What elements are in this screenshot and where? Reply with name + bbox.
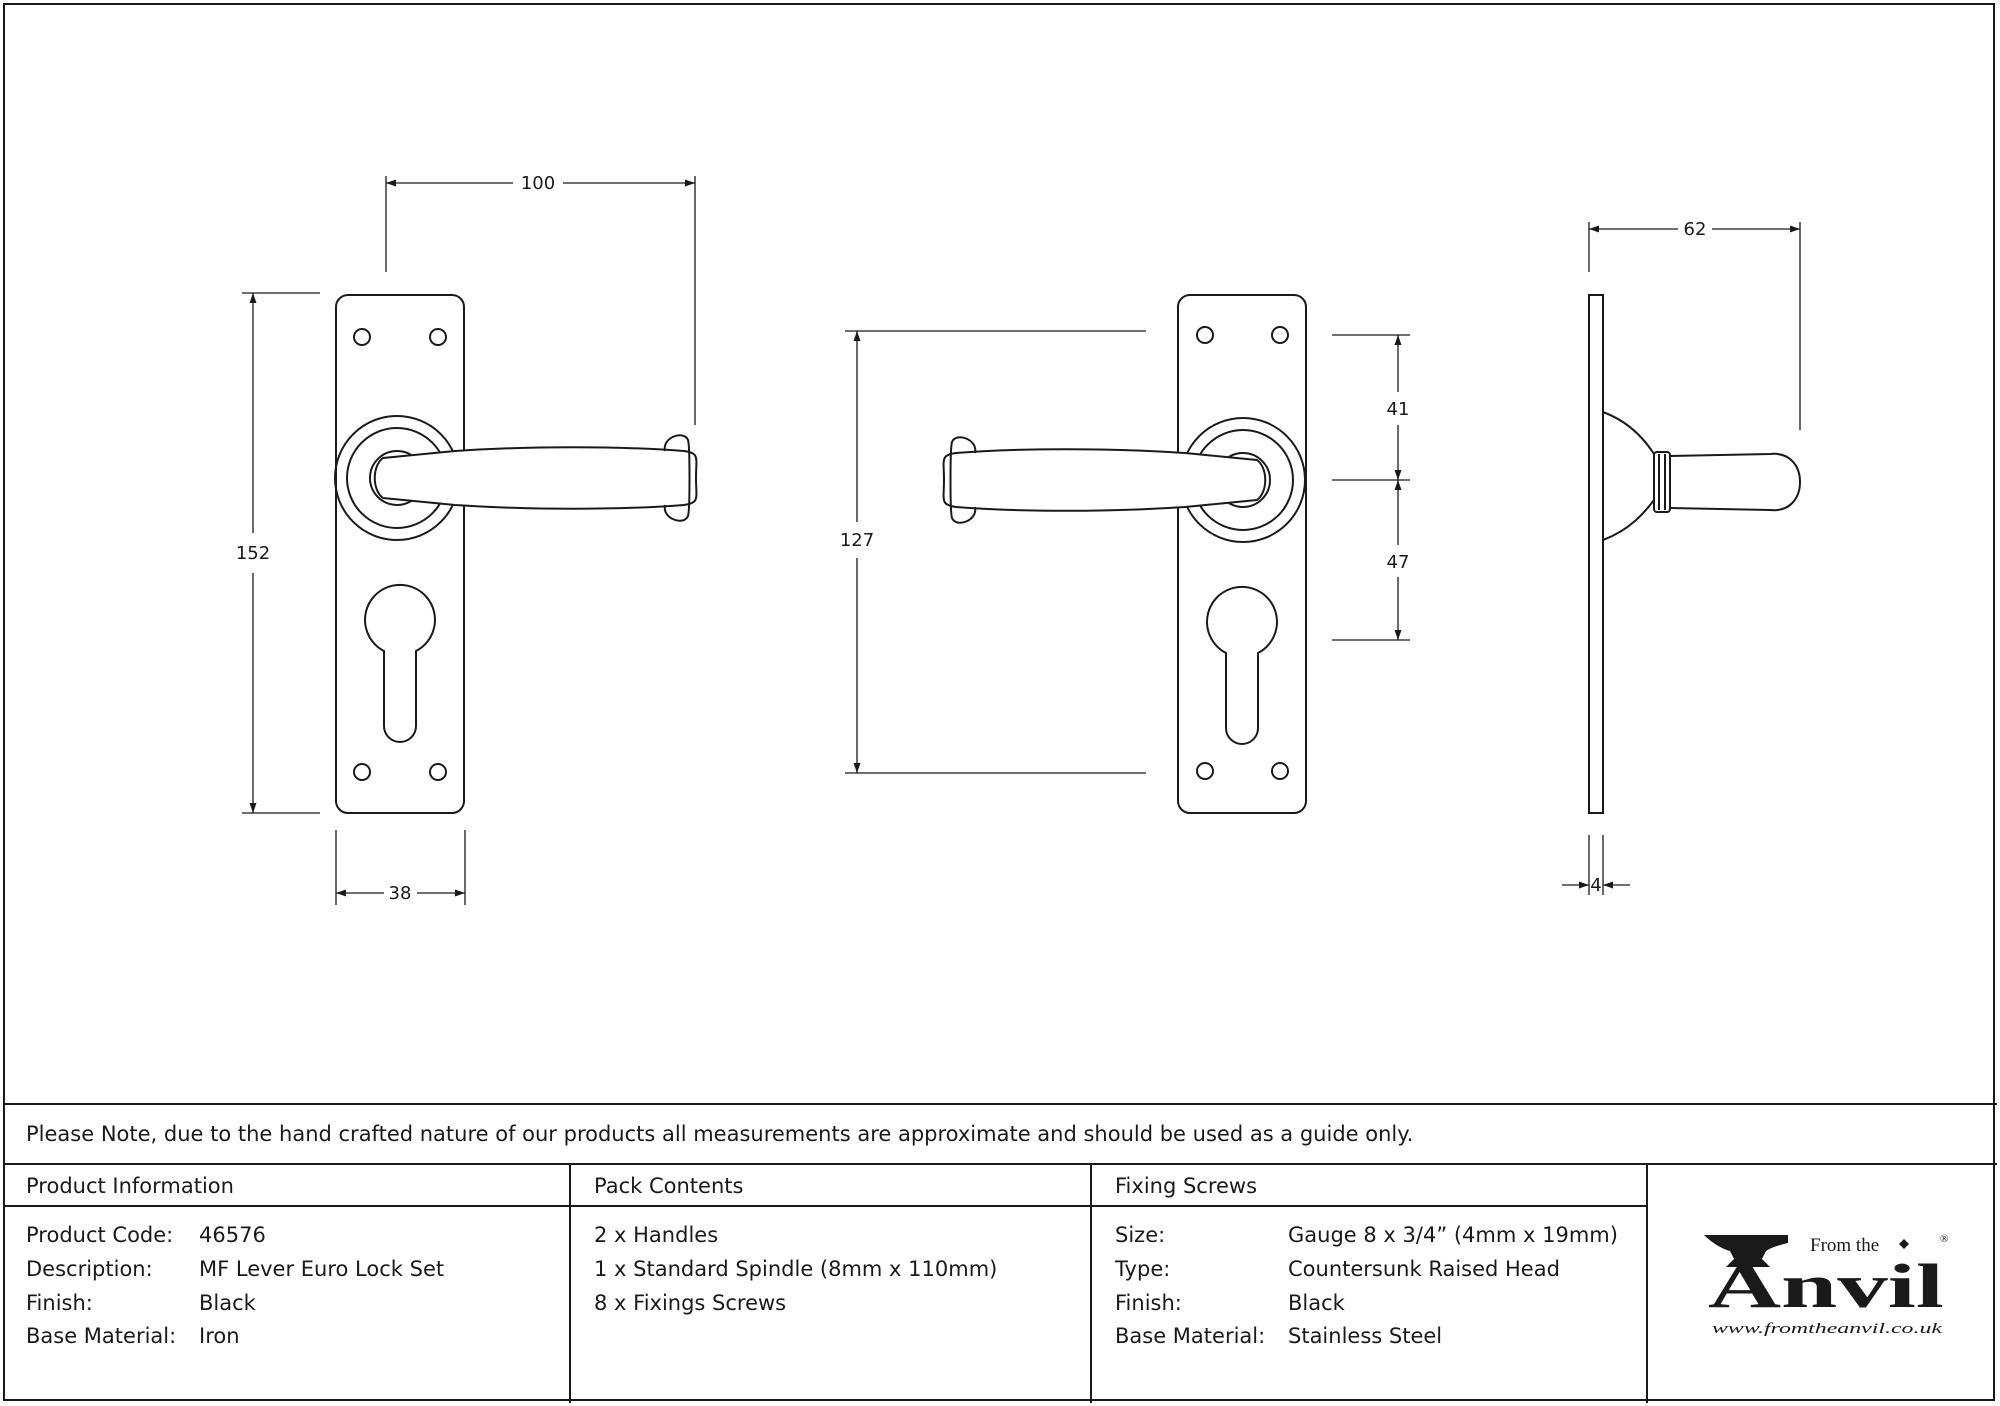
back-lever <box>942 448 1267 512</box>
front-keyhole <box>364 583 436 743</box>
pack-contents-item: 1 x Standard Spindle (8mm x 110mm) <box>594 1257 998 1281</box>
fixing-screws-value: Stainless Steel <box>1288 1324 1443 1348</box>
product-info-heading: Product Information <box>26 1174 234 1198</box>
back-screw-hole-br <box>1271 762 1289 780</box>
side-neck-upper <box>1602 411 1655 455</box>
dim-label-side-projection: 62 <box>1684 219 1707 240</box>
front-screw-hole-tr <box>429 328 447 346</box>
front-screw-hole-br <box>429 763 447 781</box>
dim-label-back-height: 127 <box>840 530 874 551</box>
front-backplate <box>335 294 465 814</box>
fixing-screws-label: Size: <box>1115 1223 1166 1247</box>
side-plate <box>1588 294 1604 814</box>
info-table-grid <box>3 1103 1997 1403</box>
side-collar <box>1653 451 1671 513</box>
front-lever <box>373 446 698 510</box>
anvil-icon <box>1704 1235 1788 1267</box>
product-info-label: Finish: <box>26 1291 93 1315</box>
pack-contents-item: 2 x Handles <box>594 1223 719 1247</box>
side-lever <box>1669 452 1802 512</box>
back-keyhole <box>1206 585 1278 745</box>
dim-label-front-width: 100 <box>521 173 555 194</box>
logo-from-the: From the <box>1810 1235 1879 1256</box>
fixing-screws-value: Gauge 8 x 3/4” (4mm x 19mm) <box>1288 1223 1618 1247</box>
pack-contents-item: 8 x Fixings Screws <box>594 1291 787 1315</box>
fixing-screws-label: Type: <box>1115 1257 1171 1281</box>
logo-diamond-icon <box>1899 1239 1909 1249</box>
dim-label-front-height: 152 <box>236 543 270 564</box>
drawing-frame <box>3 3 1995 1401</box>
dim-label-plate-thickness: 4 <box>1590 875 1601 896</box>
product-info-value: Iron <box>199 1324 240 1348</box>
dim-label-plate-width: 38 <box>389 883 412 904</box>
front-lever-tip <box>663 434 691 522</box>
fixing-screws-value: Countersunk Raised Head <box>1288 1257 1560 1281</box>
side-view <box>1588 294 1802 814</box>
side-neck-lower <box>1602 499 1655 541</box>
back-dimensions <box>845 330 1410 774</box>
front-screw-hole-bl <box>353 763 371 781</box>
back-lever-tip <box>949 436 977 524</box>
logo-anvil: Anvil <box>1708 1253 1944 1321</box>
fixing-screws-value: Black <box>1288 1291 1345 1315</box>
logo-registered: ® <box>1940 1233 1948 1245</box>
product-info-label: Description: <box>26 1257 153 1281</box>
dim-label-spindle-keyhole: 47 <box>1387 552 1410 573</box>
fixing-screws-heading: Fixing Screws <box>1115 1174 1258 1198</box>
measurement-note: Please Note, due to the hand crafted nat… <box>26 1122 1414 1146</box>
from-the-anvil-logo: From the ® Anvil www.fromtheanvil.co.uk <box>1704 1233 1948 1337</box>
back-view <box>942 294 1307 814</box>
side-dimensions <box>1562 222 1801 895</box>
product-info-label: Base Material: <box>26 1324 177 1348</box>
product-info-value: MF Lever Euro Lock Set <box>199 1257 445 1281</box>
fixing-screws-label: Base Material: <box>1115 1324 1266 1348</box>
front-dimensions <box>242 176 696 905</box>
back-screw-hole-bl <box>1196 762 1214 780</box>
dim-label-spindle-top: 41 <box>1387 399 1410 420</box>
pack-contents-heading: Pack Contents <box>594 1174 744 1198</box>
fixing-screws-label: Finish: <box>1115 1291 1182 1315</box>
logo-url: www.fromtheanvil.co.uk <box>1712 1321 1943 1337</box>
front-view <box>334 294 698 814</box>
product-info-label: Product Code: <box>26 1223 174 1247</box>
back-screw-hole-tl <box>1196 326 1214 344</box>
back-backplate <box>1177 294 1307 814</box>
front-screw-hole-tl <box>353 328 371 346</box>
back-screw-hole-tr <box>1271 326 1289 344</box>
product-info-value: Black <box>199 1291 256 1315</box>
product-info-value: 46576 <box>199 1223 266 1247</box>
